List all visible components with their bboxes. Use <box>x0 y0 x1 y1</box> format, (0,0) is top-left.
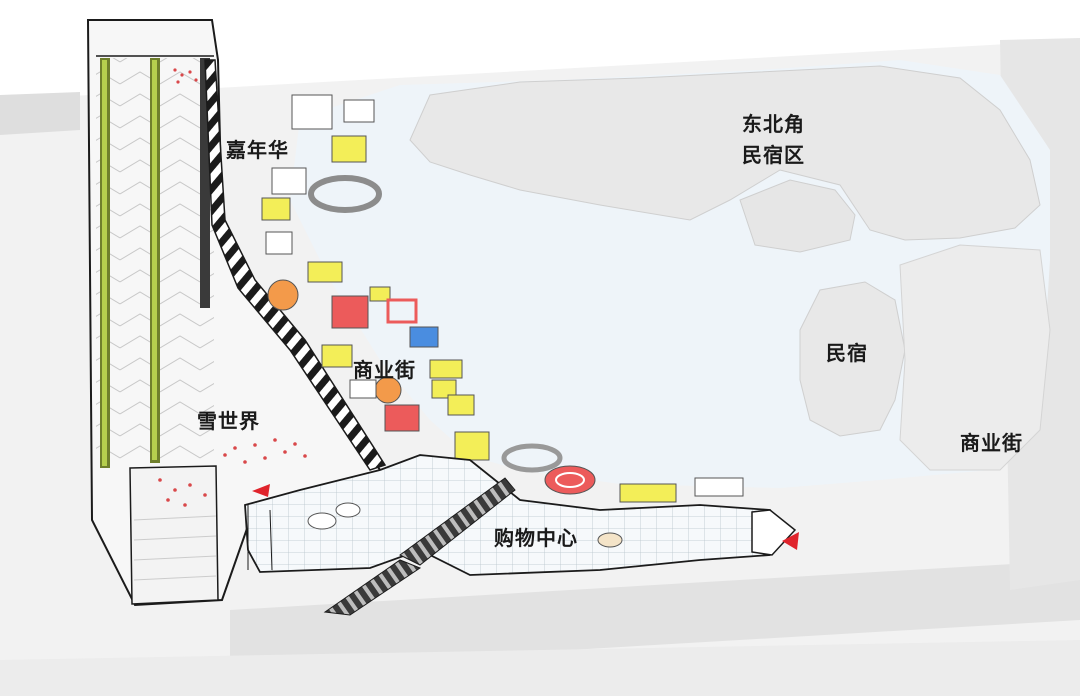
label-northeast-line1: 东北角 <box>742 112 805 136</box>
shopping-street-west-blocks <box>267 261 490 461</box>
crosswalk <box>323 559 422 616</box>
label-northeast-line2: 民宿区 <box>742 143 805 167</box>
mall-atrium-1 <box>307 512 337 530</box>
carnival-buildings <box>261 94 382 255</box>
road-bottom <box>0 640 1080 696</box>
label-northeast-homestay: 东北角 民宿区 <box>742 109 805 171</box>
red-triangle-icon <box>252 484 270 497</box>
snow-world-base <box>129 465 219 605</box>
shopping-center-west-wing <box>247 505 273 571</box>
label-shopping-center: 购物中心 <box>494 526 578 550</box>
lakeside-pavilions <box>501 443 744 503</box>
island-northeast-small <box>739 179 856 253</box>
red-triangle-icon <box>782 532 799 550</box>
mall-atrium-3 <box>597 532 623 548</box>
snow-world-steps <box>133 515 217 581</box>
island-east-commercial <box>899 244 1051 471</box>
label-snow-world: 雪世界 <box>197 409 260 433</box>
label-carnival: 嘉年华 <box>226 138 289 162</box>
island-homestay <box>799 281 906 437</box>
mall-atrium-2 <box>335 502 361 518</box>
label-homestay: 民宿 <box>826 341 868 365</box>
label-shopping-street-west: 商业街 <box>353 358 416 382</box>
road-south <box>230 560 1080 670</box>
ski-lift-middle-inner <box>152 60 157 460</box>
mall-east-entrance <box>751 509 797 556</box>
ski-lift-west-inner <box>102 60 107 466</box>
footbridge <box>399 477 516 566</box>
striped-retaining-wall <box>204 59 387 471</box>
island-northeast <box>409 65 1041 241</box>
ski-lift-east <box>200 58 210 308</box>
road-west <box>0 92 80 135</box>
label-shopping-street-east: 商业街 <box>960 431 1023 455</box>
